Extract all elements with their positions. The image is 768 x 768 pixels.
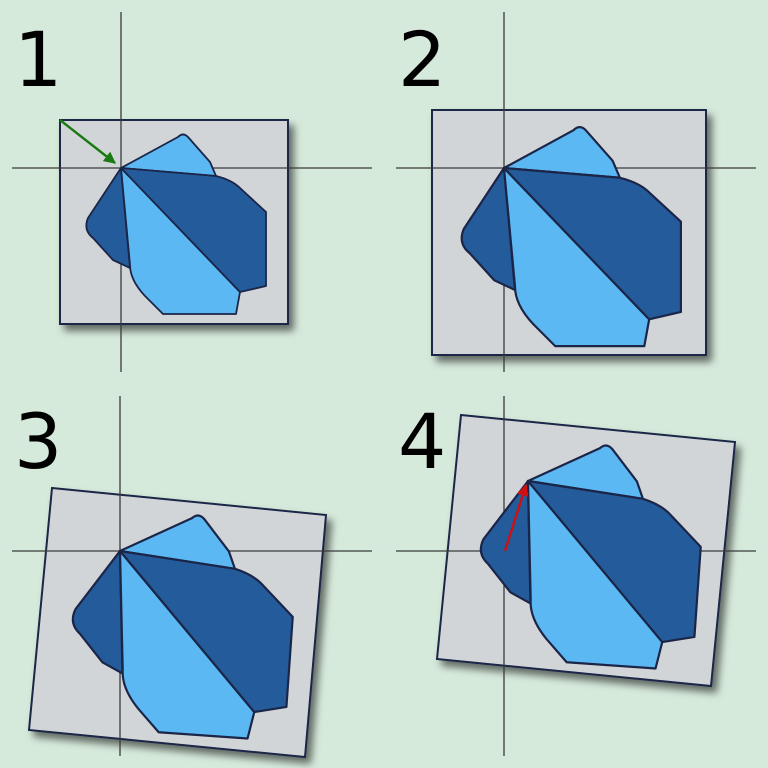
translation-arrow — [503, 483, 529, 552]
gem-shape — [85, 133, 267, 315]
gem-lower-facet — [118, 549, 256, 740]
panel-number: 2 — [398, 15, 446, 104]
gem-right-facet — [118, 549, 294, 714]
gem-lower-facet — [526, 479, 664, 670]
gem-right-facet — [526, 479, 702, 644]
panel-number: 3 — [14, 397, 62, 486]
panel-3: 3 — [12, 396, 372, 759]
panel-1: 1 — [12, 12, 372, 372]
panel-number: 1 — [14, 15, 62, 104]
panel-2: 2 — [396, 12, 756, 372]
gem-left-facet — [71, 549, 124, 675]
gem-lower-facet — [120, 167, 241, 315]
gem-right-facet — [120, 167, 267, 293]
gem-shape — [479, 444, 702, 670]
gem-top-facet — [526, 444, 645, 500]
gem-left-facet — [85, 167, 131, 269]
panel-number: 4 — [398, 397, 446, 486]
gem-shape — [71, 514, 294, 740]
gem-lower-facet — [502, 166, 651, 348]
gem-top-facet — [118, 514, 237, 570]
gem-top-facet — [120, 133, 217, 177]
gem-shape — [460, 126, 682, 348]
gem-right-facet — [502, 166, 682, 321]
gem-left-facet — [460, 166, 517, 292]
panel-4: 4 — [396, 396, 756, 756]
gem-top-facet — [502, 126, 621, 179]
translation-arrow — [59, 119, 116, 164]
